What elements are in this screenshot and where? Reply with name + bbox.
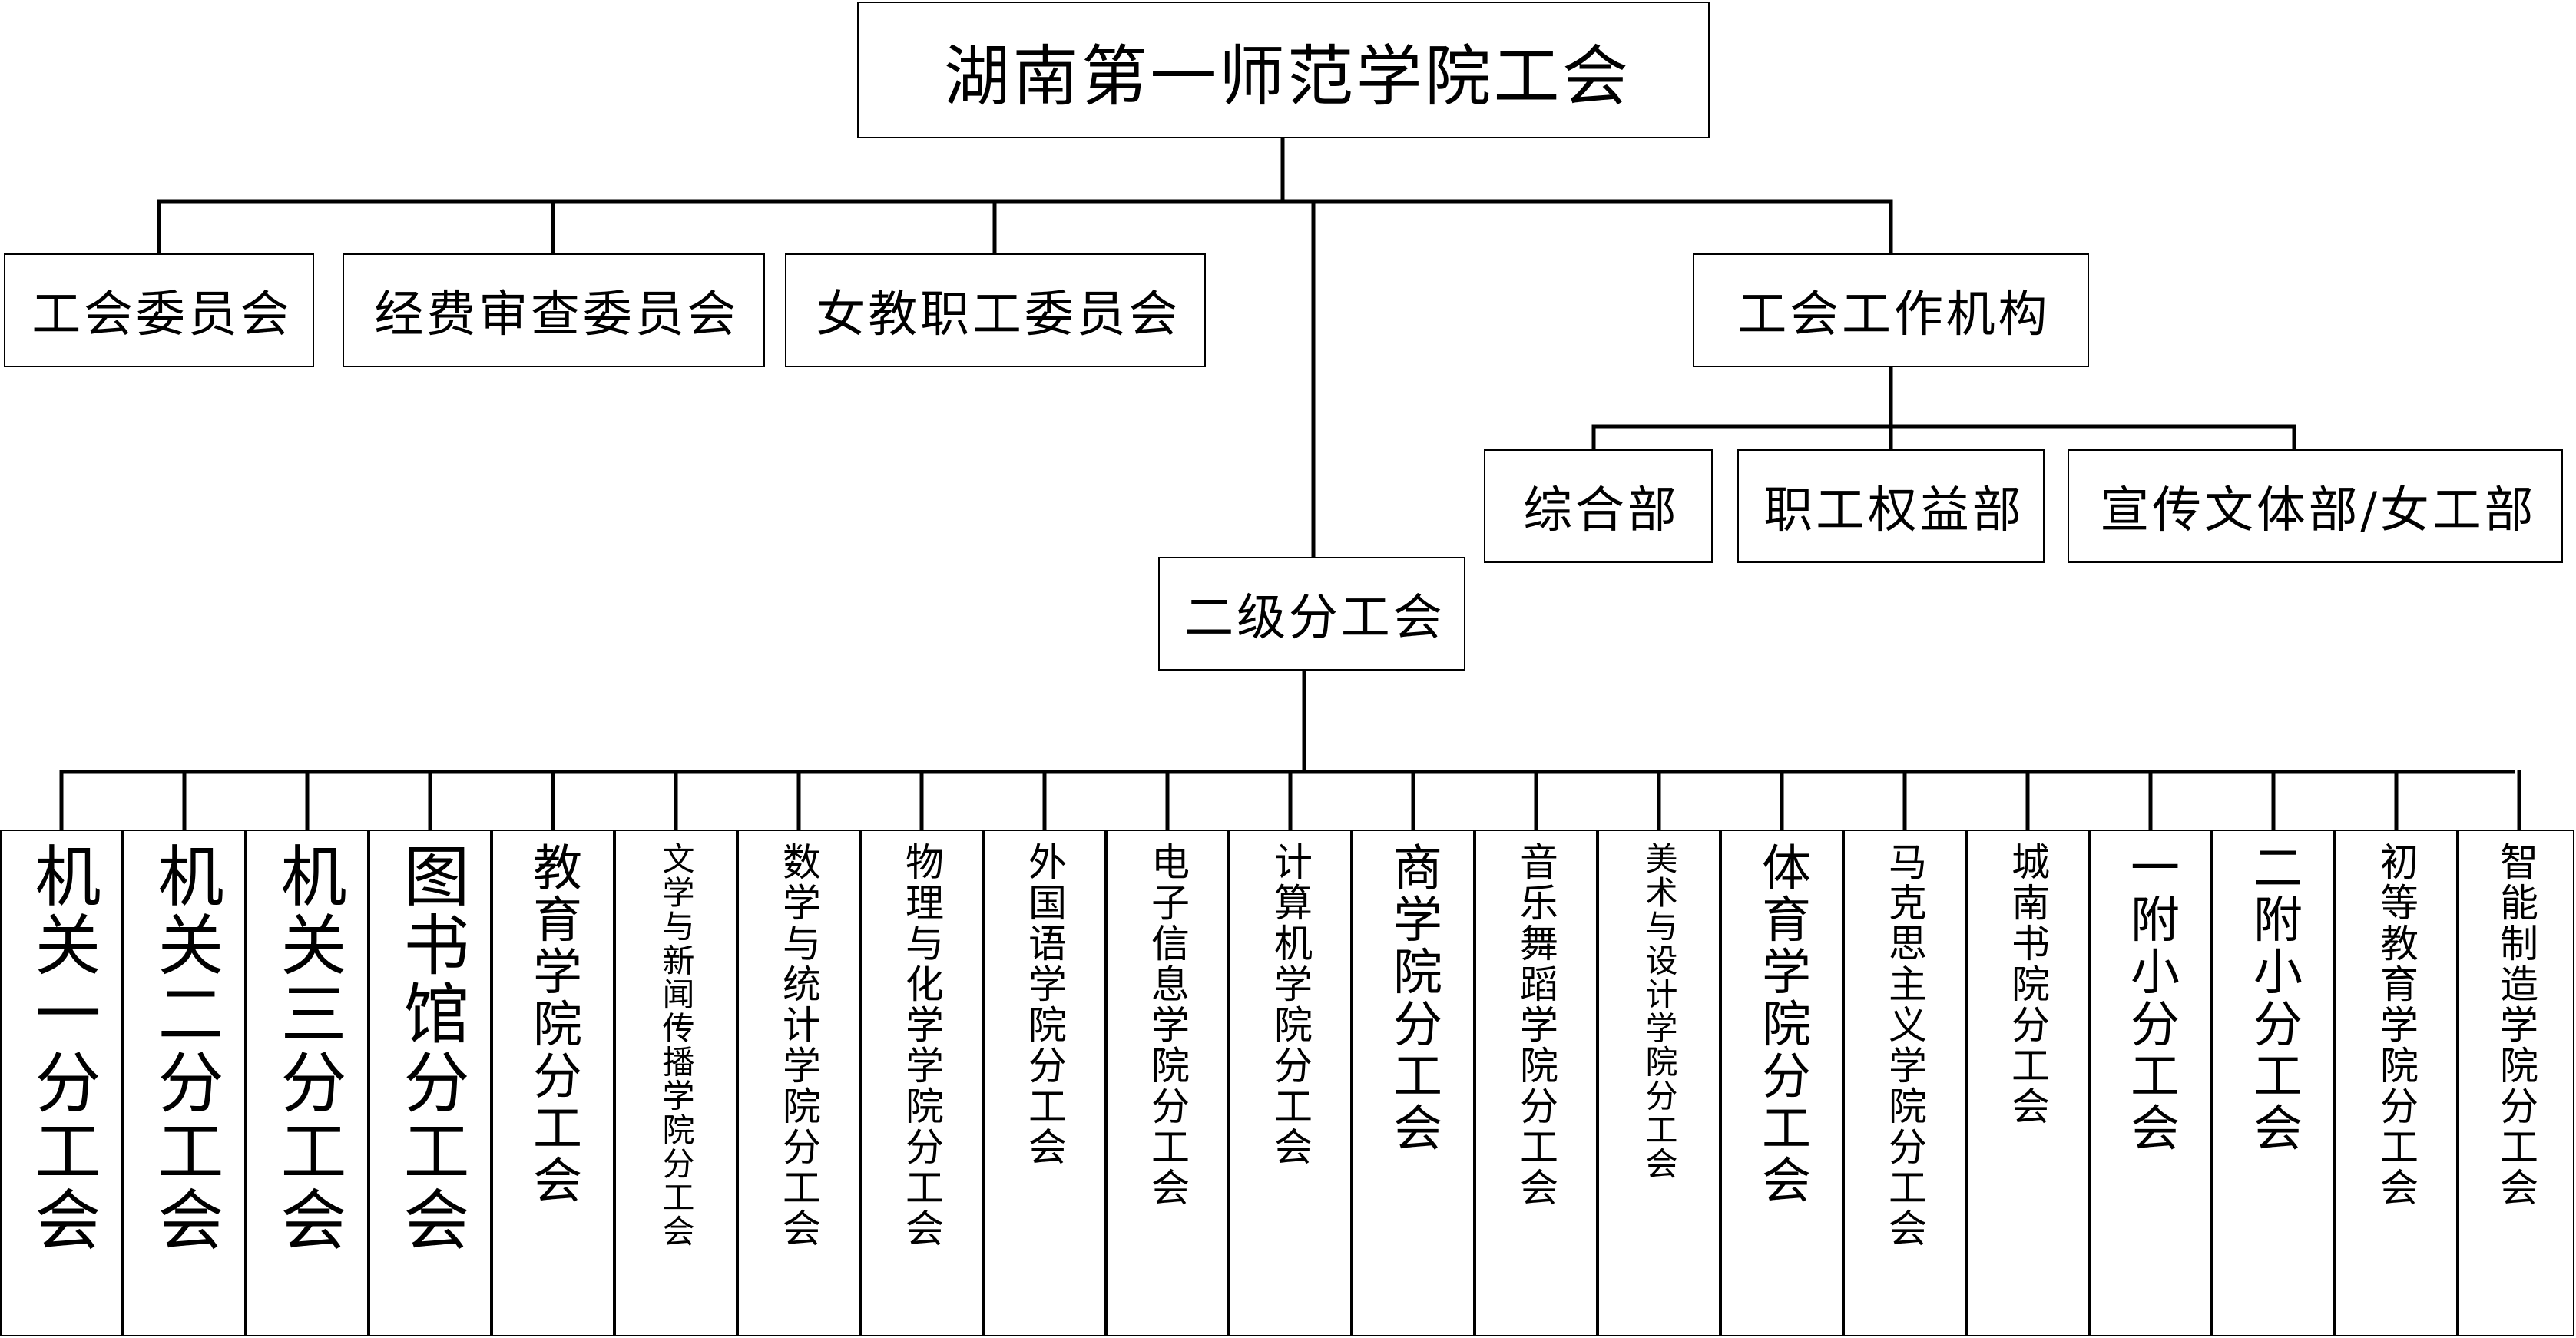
branch-union-node: 美术与设计学院分工会 bbox=[1598, 830, 1720, 1336]
branch-union-node: 二附小分工会 bbox=[2212, 830, 2335, 1336]
committee-label: 女教职工委员会 bbox=[816, 286, 1181, 343]
branch-union-label: 机关三分工会 bbox=[269, 842, 346, 1254]
branch-union-label: 体育学院分工会 bbox=[1753, 842, 1810, 1207]
branch-union-label: 二附小分工会 bbox=[2245, 842, 2302, 1155]
branch-union-label: 一附小分工会 bbox=[2122, 842, 2179, 1155]
branch-union-label: 电子信息学院分工会 bbox=[1145, 842, 1190, 1208]
department-label: 综合部 bbox=[1523, 482, 1680, 539]
branch-union-node: 城南书院分工会 bbox=[1966, 830, 2089, 1336]
branch-union-node: 音乐舞蹈学院分工会 bbox=[1475, 830, 1598, 1336]
working-body-node: 工会工作机构 bbox=[1693, 253, 2089, 367]
branch-union-node: 文学与新闻传播学院分工会 bbox=[614, 830, 737, 1336]
branch-union-node: 计算机学院分工会 bbox=[1229, 830, 1352, 1336]
branch-union-label: 音乐舞蹈学院分工会 bbox=[1514, 842, 1558, 1208]
branch-unions-label: 二级分工会 bbox=[1184, 590, 1445, 647]
committee-label: 工会委员会 bbox=[31, 286, 293, 343]
branch-union-node: 图书馆分工会 bbox=[369, 830, 492, 1336]
branch-union-node: 数学与统计学院分工会 bbox=[737, 830, 860, 1336]
department-node: 宣传文体部/女工部 bbox=[2068, 449, 2563, 563]
branch-union-label: 物理与化学学院分工会 bbox=[899, 842, 944, 1249]
branch-union-label: 商学院分工会 bbox=[1385, 842, 1442, 1155]
branch-union-node: 马克思主义学院分工会 bbox=[1843, 830, 1966, 1336]
committee-node: 工会委员会 bbox=[4, 253, 314, 367]
branch-union-node: 一附小分工会 bbox=[2089, 830, 2212, 1336]
branch-union-label: 美术与设计学院分工会 bbox=[1641, 842, 1678, 1181]
department-node: 职工权益部 bbox=[1737, 449, 2045, 563]
branch-unions-node: 二级分工会 bbox=[1158, 557, 1465, 671]
branch-union-label: 外国语学院分工会 bbox=[1022, 842, 1067, 1167]
branch-union-node: 商学院分工会 bbox=[1352, 830, 1475, 1336]
branch-union-label: 城南书院分工会 bbox=[2005, 842, 2050, 1127]
branch-union-node: 机关三分工会 bbox=[246, 830, 369, 1336]
department-label: 宣传文体部/女工部 bbox=[2100, 482, 2537, 539]
committee-label: 经费审查委员会 bbox=[374, 286, 740, 343]
branch-union-node: 机关一分工会 bbox=[0, 830, 123, 1336]
branch-union-node: 电子信息学院分工会 bbox=[1106, 830, 1229, 1336]
branch-union-label: 教育学院分工会 bbox=[525, 842, 581, 1207]
committee-node: 女教职工委员会 bbox=[785, 253, 1206, 367]
committee-node: 经费审查委员会 bbox=[343, 253, 765, 367]
branch-union-node: 物理与化学学院分工会 bbox=[860, 830, 983, 1336]
department-label: 职工权益部 bbox=[1763, 482, 2025, 539]
branch-union-label: 计算机学院分工会 bbox=[1268, 842, 1313, 1167]
branch-union-label: 马克思主义学院分工会 bbox=[1882, 842, 1927, 1249]
department-node: 综合部 bbox=[1484, 449, 1713, 563]
branch-union-label: 机关一分工会 bbox=[23, 842, 100, 1254]
branch-union-node: 智能制造学院分工会 bbox=[2458, 830, 2574, 1336]
branch-union-label: 智能制造学院分工会 bbox=[2494, 842, 2538, 1208]
root-label: 湖南第一师范学院工会 bbox=[943, 38, 1631, 115]
branch-union-node: 初等教育学院分工会 bbox=[2335, 830, 2458, 1336]
branch-union-node: 体育学院分工会 bbox=[1720, 830, 1843, 1336]
branch-union-node: 外国语学院分工会 bbox=[983, 830, 1106, 1336]
branch-union-label: 文学与新闻传播学院分工会 bbox=[657, 842, 695, 1249]
branch-union-node: 机关二分工会 bbox=[123, 830, 246, 1336]
working-body-label: 工会工作机构 bbox=[1737, 286, 2051, 343]
branch-union-label: 机关二分工会 bbox=[146, 842, 223, 1254]
branch-union-label: 初等教育学院分工会 bbox=[2374, 842, 2419, 1208]
root-node: 湖南第一师范学院工会 bbox=[857, 2, 1710, 138]
branch-union-node: 教育学院分工会 bbox=[492, 830, 614, 1336]
branch-union-label: 图书馆分工会 bbox=[392, 842, 469, 1254]
branch-union-label: 数学与统计学院分工会 bbox=[776, 842, 821, 1249]
